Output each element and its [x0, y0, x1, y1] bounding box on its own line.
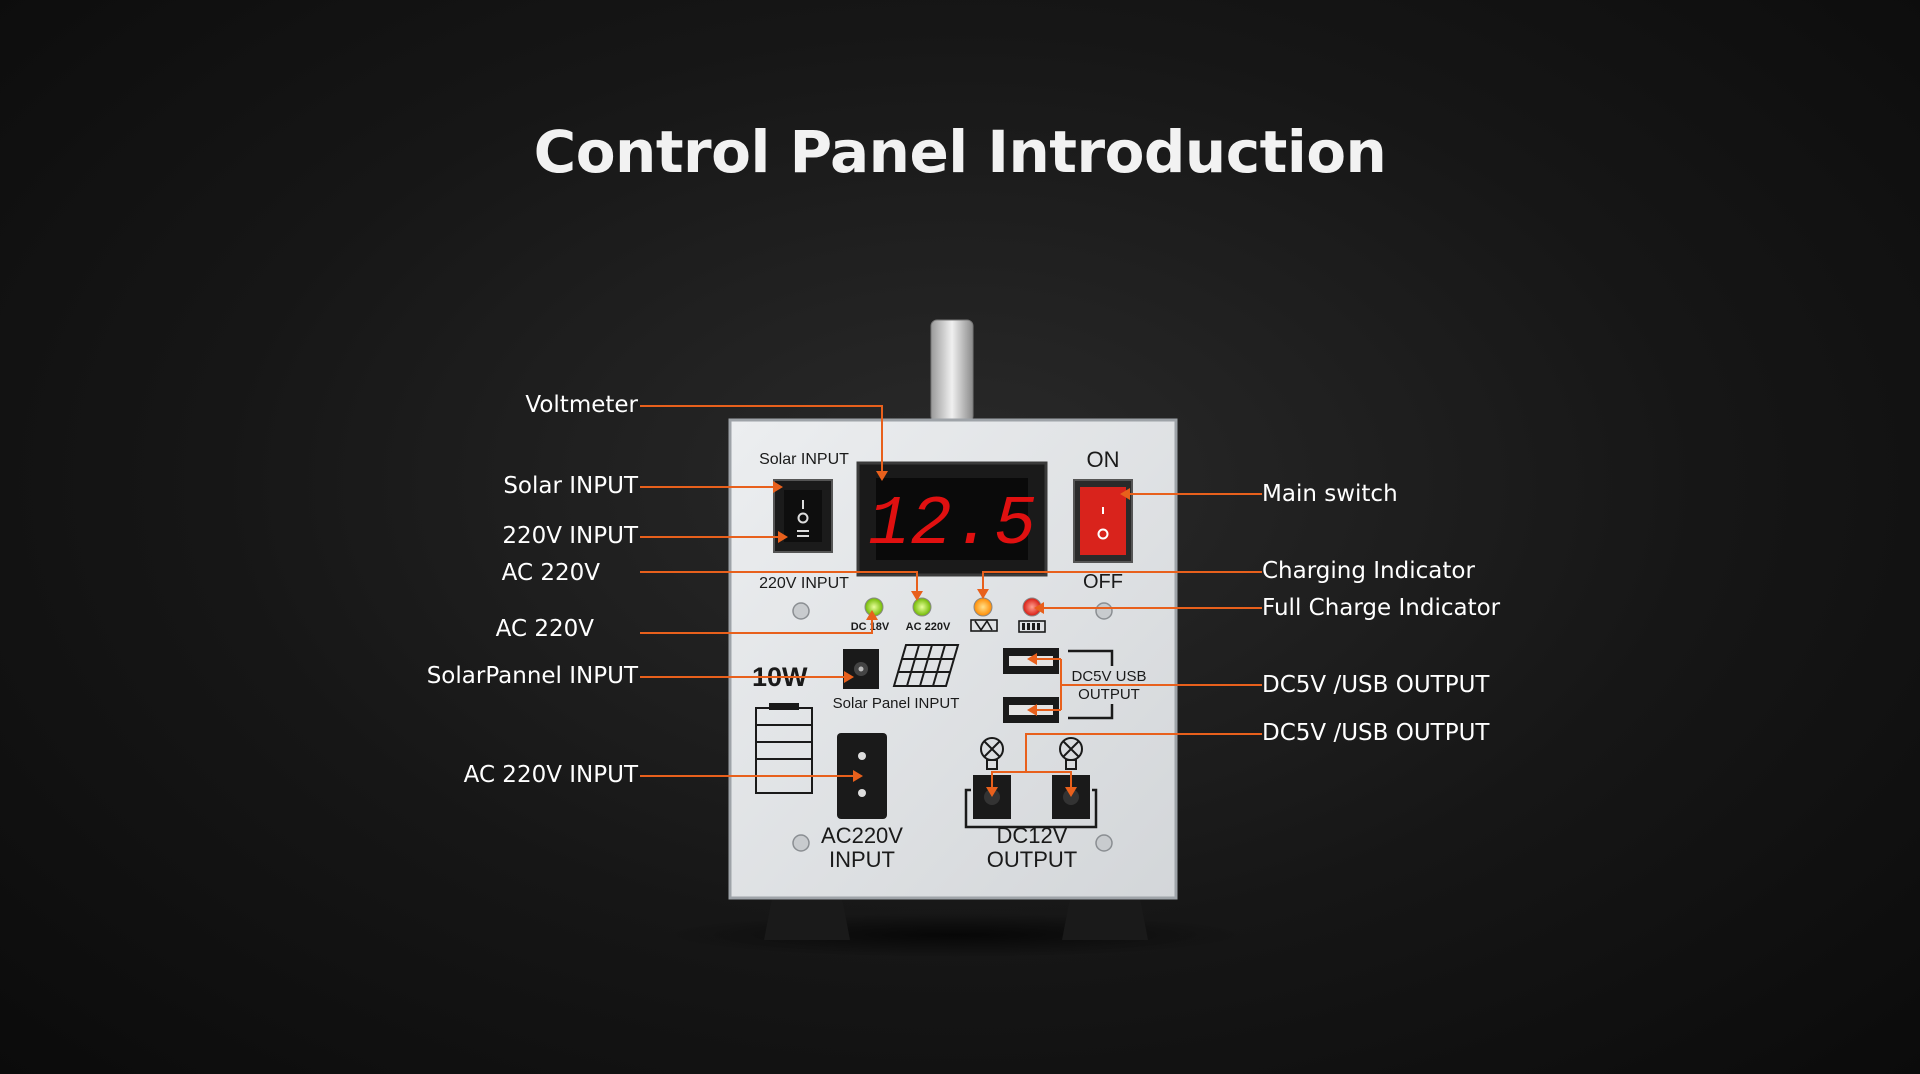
voltmeter-reading: 12.5: [868, 486, 1036, 565]
led-charging: [973, 597, 993, 617]
rubber-foot-left: [764, 898, 850, 940]
callout-solarpannel-input: SolarPannel INPUT: [426, 663, 638, 689]
dc18v-label: DC 18V: [851, 621, 890, 633]
voltmeter-screen: [876, 478, 1028, 560]
dc12v-bracket: [964, 788, 1098, 829]
callout-ac220v-led: AC 220V: [501, 560, 600, 586]
lamp-icon: [1059, 737, 1083, 770]
ac220v-led-label: AC 220V: [906, 621, 951, 633]
callout-full-charge-indicator: Full Charge Indicator: [1262, 595, 1501, 621]
usb-output-label-2: OUTPUT: [1078, 686, 1140, 703]
callout-usb-output-1: DC5V /USB OUTPUT: [1262, 672, 1490, 698]
page-title: Control Panel Introduction: [533, 118, 1387, 186]
main-switch-rocker: [1080, 487, 1126, 555]
solar-panel-input-label: Solar Panel INPUT: [833, 695, 960, 712]
off-label: OFF: [1083, 571, 1123, 593]
callout-ac220v-input: AC 220V INPUT: [463, 762, 638, 788]
carry-handle: [930, 319, 974, 423]
rubber-foot-right: [1062, 898, 1148, 940]
ac220v-input-label-1: AC220V: [821, 823, 903, 848]
callout-arrowheads: [773, 471, 1130, 797]
callout-ac220v-led-2: AC 220V: [495, 616, 594, 642]
callout-solar-input: Solar INPUT: [503, 473, 638, 499]
callout-main-switch: Main switch: [1262, 481, 1398, 507]
callout-voltmeter: Voltmeter: [525, 392, 638, 418]
input-220v-label: 220V INPUT: [759, 575, 849, 592]
solar-input-label: Solar INPUT: [759, 451, 849, 468]
charging-icon: [970, 619, 998, 632]
battery-full-icon: [1018, 620, 1046, 633]
device-shadow: [665, 913, 1245, 957]
callout-220v-input: 220V INPUT: [502, 523, 638, 549]
ac220v-input-label-2: INPUT: [829, 847, 895, 872]
on-label: ON: [1087, 447, 1120, 472]
led-dc18v: [864, 597, 884, 617]
usb-output-label-1: DC5V USB: [1071, 668, 1146, 685]
led-ac220v: [912, 597, 932, 617]
callout-usb-output-2: DC5V /USB OUTPUT: [1262, 720, 1490, 746]
dc12v-label-2: OUTPUT: [987, 847, 1077, 872]
solar-input-switch-rocker: [784, 490, 822, 542]
dc12v-label-1: DC12V: [997, 823, 1068, 848]
callout-leader-lines: [640, 405, 1262, 790]
lamp-icon: [980, 737, 1004, 770]
solar-panel-icon: [892, 644, 960, 687]
callout-charging-indicator: Charging Indicator: [1262, 558, 1475, 584]
usb-bracket: [1068, 649, 1114, 720]
